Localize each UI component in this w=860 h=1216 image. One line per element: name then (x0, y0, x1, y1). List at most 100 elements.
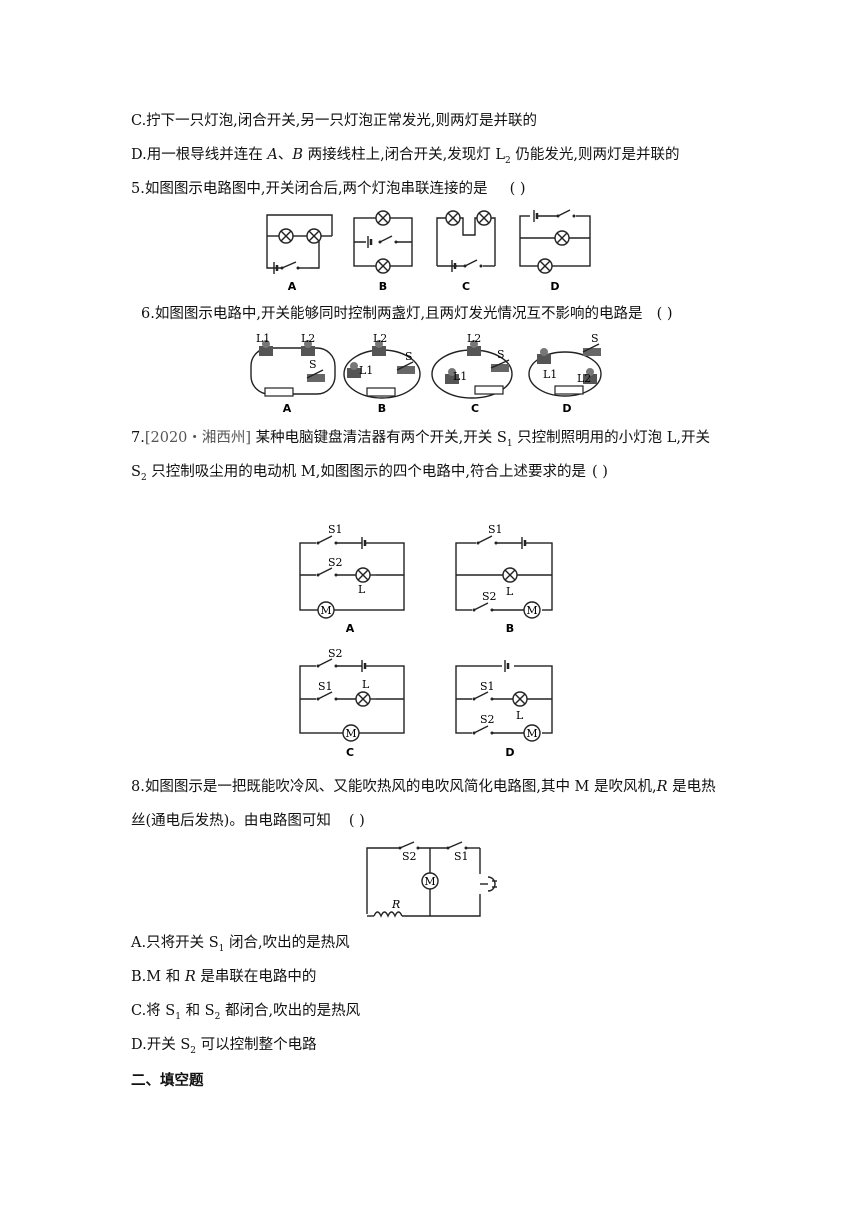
s2-label: S2 (328, 556, 343, 569)
q7-circuit-a: M S1 S2 L A (299, 523, 405, 635)
bulb-icon (502, 567, 518, 583)
switch-label: S (309, 358, 317, 371)
s2-label: S2 (480, 713, 495, 726)
switch-s1-icon (316, 691, 356, 701)
q6-circuit-d: L1 L2 S D (528, 332, 602, 415)
switch-s2-icon (472, 602, 524, 612)
l-label: L (516, 709, 524, 722)
motor-icon: M (523, 724, 541, 742)
battery-icon (361, 660, 376, 672)
bulb-icon (355, 691, 376, 707)
motor-icon: M (342, 724, 360, 742)
q4-option-d: D.用一根导线并连在 A、B 两接线柱上,闭合开关,发现灯 L2 仍能发光,则两… (131, 147, 680, 166)
q8-figure: M S2 S1 R (362, 841, 502, 922)
l-label: L (362, 678, 370, 691)
switch-icon (455, 259, 483, 268)
motor-label: M (320, 604, 331, 617)
q5-circuit-c: C (436, 210, 496, 293)
lamp-l2-label: L2 (301, 332, 315, 345)
s2-label: S2 (328, 647, 343, 660)
s1-label: S1 (328, 523, 343, 536)
caption-b: B (506, 622, 514, 635)
q5-circuit-b: B (353, 210, 413, 293)
s1-label: S1 (480, 680, 495, 693)
switch-icon (537, 209, 576, 218)
q7-stem-line1: 7.[2020・湘西州] 某种电脑键盘清洁器有两个开关,开关 S1 只控制照明用… (131, 430, 711, 449)
switch-icon (280, 261, 310, 270)
lamp-l1-label: L1 (359, 364, 373, 377)
q8-option-a: A.只将开关 S1 闭合,吹出的是热风 (131, 935, 350, 954)
switch-label: S (497, 348, 505, 361)
q7-circuit-c: M S2 S1 L C (299, 647, 405, 759)
q7-circuit-b: M S1 S2 L B (455, 523, 553, 635)
switch-s2-icon (316, 567, 356, 577)
caption-c: C (462, 280, 470, 293)
q6-circuit-a: L1 L2 S A (250, 332, 336, 415)
motor-label: M (526, 604, 537, 617)
battery-icon (367, 236, 373, 248)
q7-figure: M S1 S2 L A M S1 S2 L B M S2 S1 L C (296, 520, 556, 770)
switch-s1-icon (472, 691, 512, 701)
battery-icon (273, 262, 279, 274)
motor-label: M (424, 875, 435, 888)
q8-stem-line2: 丝(通电后发热)。由电路图可知( ) (131, 813, 365, 829)
q7-circuit-d: M S1 S2 L D (455, 660, 553, 759)
s1-label: S1 (318, 680, 333, 693)
switch-s2-icon (398, 841, 420, 850)
q6-circuit-c: L2 L1 S C (431, 332, 513, 415)
section-heading-fill-in: 二、填空题 (131, 1072, 204, 1089)
lamp-l1-label: L1 (453, 370, 467, 383)
motor-label: M (345, 727, 356, 740)
s1-label: S1 (488, 523, 503, 536)
caption-d: D (550, 280, 559, 293)
caption-b: B (378, 402, 386, 415)
lamp-l2-label: L2 (467, 332, 481, 345)
caption-d: D (505, 746, 514, 759)
battery-icon (521, 537, 536, 549)
bulb-icon (375, 258, 391, 274)
caption-c: C (346, 746, 354, 759)
bulb-icon (476, 210, 492, 226)
motor-label: M (526, 727, 537, 740)
heater-coil-icon (373, 911, 403, 918)
s1-label: S1 (454, 850, 469, 863)
q6-stem: 6.如图图示电路中,开关能够同时控制两盏灯,且两灯发光情况互不影响的电路是( ) (141, 306, 673, 322)
switch-s2-icon (472, 725, 524, 735)
bulb-icon (306, 228, 322, 244)
switch-s1-icon (316, 535, 362, 545)
bulb-icon (278, 228, 294, 244)
caption-a: A (346, 622, 355, 635)
s2-label: S2 (482, 590, 497, 603)
switch-s2-icon (316, 658, 362, 668)
bulb-icon (554, 230, 570, 246)
r-label: R (391, 898, 400, 911)
l-label: L (358, 583, 366, 596)
motor-icon: M (421, 872, 439, 890)
bulb-icon (375, 210, 391, 226)
l-label: L (506, 585, 514, 598)
q7-stem-line2: S2 只控制吸尘用的电动机 M,如图图示的四个电路中,符合上述要求的是( ) (131, 464, 608, 483)
battery-icon (504, 660, 510, 672)
plug-icon (480, 876, 497, 892)
caption-c: C (471, 402, 479, 415)
bulb-icon (512, 691, 528, 707)
lamp-l2-label: L2 (373, 332, 387, 345)
caption-d: D (562, 402, 571, 415)
motor-icon: M (317, 601, 335, 619)
bulb-icon (537, 258, 553, 274)
q6-circuit-b: L2 L1 S B (343, 332, 421, 415)
q8-option-d: D.开关 S2 可以控制整个电路 (131, 1037, 317, 1056)
q6-figure: L1 L2 S A L2 L1 S B L2 L1 S C L1 L2 S (247, 332, 617, 416)
q4-option-c: C.拧下一只灯泡,闭合开关,另一只灯泡正常发光,则两灯是并联的 (131, 113, 538, 129)
q8-option-b: B.M 和 R 是串联在电路中的 (131, 969, 317, 985)
lamp-l2-label: L2 (577, 372, 591, 385)
switch-icon (378, 235, 398, 244)
q5-figure: A B C D (262, 209, 602, 296)
motor-icon: M (523, 601, 541, 619)
q8-option-c: C.将 S1 和 S2 都闭合,吹出的是热风 (131, 1003, 361, 1022)
q5-circuit-d: D (519, 209, 591, 293)
caption-b: B (379, 280, 387, 293)
s2-label: S2 (402, 850, 417, 863)
q5-circuit-a: A (266, 214, 333, 293)
switch-s1-icon (446, 841, 468, 850)
